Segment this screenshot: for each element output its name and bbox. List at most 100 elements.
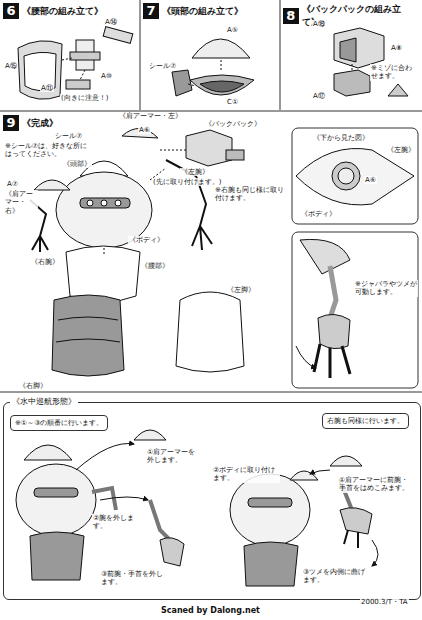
part-name: 《下から見た図》 bbox=[312, 134, 370, 142]
footer-text: 2000.3/T・TA bbox=[360, 598, 409, 606]
note-box: ※①～③の順番に行います。 bbox=[10, 415, 108, 431]
head-parts-shape bbox=[188, 84, 196, 86]
head-parts-shape bbox=[190, 75, 254, 95]
step-dividers-shape bbox=[280, 0, 281, 110]
cruise-mode-attach-shape bbox=[372, 540, 378, 566]
part-name: 《バックパック》 bbox=[204, 120, 262, 128]
step-number: 7 bbox=[143, 3, 159, 19]
part-name: 《肩アーマー・左》 bbox=[118, 112, 183, 120]
completed-robot-shape bbox=[166, 160, 212, 250]
part-number: A⑱ bbox=[312, 20, 326, 28]
cruise-mode-attach-shape bbox=[344, 530, 358, 548]
cruise-mode-attach-shape bbox=[248, 498, 292, 507]
cruise-mode-removal-shape bbox=[16, 464, 96, 536]
part-number: A⑰ bbox=[312, 92, 326, 100]
cruise-mode-attach-shape bbox=[330, 456, 362, 466]
cruise-mode-removal-shape bbox=[100, 497, 148, 500]
step-number: 8 bbox=[283, 8, 299, 24]
cruise-mode-removal-shape bbox=[150, 500, 170, 540]
completed-robot-shape bbox=[101, 200, 107, 206]
note-text: ※右腕も同じ様に取り付けます。 bbox=[214, 186, 290, 203]
backpack-parts-shape bbox=[334, 28, 384, 68]
part-number: A⑮ bbox=[4, 62, 18, 70]
part-name: 《左腕》 bbox=[386, 146, 416, 154]
part-number: A⑥ bbox=[364, 176, 377, 184]
part-number: C① bbox=[226, 98, 239, 106]
cruise-mode-attach-shape bbox=[310, 470, 330, 474]
part-name: 《肩アーマー・右》 bbox=[4, 190, 38, 215]
part-number: A⑤ bbox=[226, 26, 239, 34]
arm-detail-shape bbox=[300, 239, 350, 274]
instruction-text: ②ボディに取り付けます。 bbox=[212, 466, 280, 483]
instruction-text: (先に取り付けます。) bbox=[152, 178, 222, 186]
backpack-parts-shape bbox=[352, 64, 353, 72]
instruction-text: ③前腕・手首を外します。 bbox=[100, 570, 166, 587]
sticker-number: シール⑦ bbox=[148, 62, 177, 70]
bottom-view-shape bbox=[332, 162, 360, 190]
completed-robot-shape bbox=[160, 150, 186, 151]
completed-robot-shape bbox=[66, 246, 140, 302]
waist-parts-shape bbox=[62, 58, 85, 80]
step-heading: 6《腰部の組み立て》 bbox=[3, 3, 103, 19]
backpack-parts-shape bbox=[334, 70, 370, 96]
cruise-mode-removal-shape bbox=[34, 488, 78, 497]
bottom-view bbox=[296, 148, 414, 204]
step-dividers-shape bbox=[292, 232, 418, 388]
part-name: 《頭部》 bbox=[62, 160, 92, 168]
footer-text: Scaned by Dalong.net bbox=[160, 606, 261, 616]
instruction-text: (向きに注意！) bbox=[60, 94, 109, 102]
part-name: 《腰部》 bbox=[140, 262, 170, 270]
backpack-parts-shape bbox=[340, 38, 356, 62]
part-name: 《ボディ》 bbox=[300, 210, 337, 218]
part-number: A⑧ bbox=[390, 44, 403, 52]
arm-detail-shape bbox=[296, 346, 316, 368]
head-parts-shape bbox=[172, 70, 192, 96]
step-number: 6 bbox=[3, 3, 19, 19]
completed-robot-shape bbox=[226, 150, 244, 160]
part-name: 《左腕》 bbox=[180, 168, 210, 176]
completed-robot-shape bbox=[104, 248, 105, 256]
arm-detail-shape bbox=[318, 314, 350, 348]
cruise-mode-removal-shape bbox=[160, 538, 184, 566]
cruise-mode-removal-shape bbox=[30, 532, 84, 580]
part-number: A⑩ bbox=[100, 72, 113, 80]
completed-robot-shape bbox=[52, 295, 124, 376]
waist-parts-shape bbox=[66, 80, 90, 89]
step-heading: 7《頭部の組み立て》 bbox=[143, 3, 243, 19]
completed-robot-shape bbox=[80, 198, 130, 208]
part-name: 《ボディ》 bbox=[128, 236, 165, 244]
head-parts-shape bbox=[192, 39, 250, 58]
note-text: ※ミゾに合わせます。 bbox=[370, 64, 418, 81]
head-parts-shape bbox=[221, 60, 222, 72]
completed-robot-shape bbox=[186, 130, 232, 166]
completed-robot-shape bbox=[176, 292, 244, 372]
step-dividers-shape bbox=[140, 0, 141, 110]
instruction-text: ②腕を外します。 bbox=[92, 514, 138, 531]
bottom-view-shape bbox=[296, 148, 414, 204]
step-heading: 8《バックパックの組み立て》 bbox=[283, 3, 417, 29]
step-title: 《腰部の組み立て》 bbox=[22, 5, 103, 18]
note-box: 右腕も同様に行います。 bbox=[322, 413, 409, 429]
waist-parts-shape bbox=[18, 41, 62, 99]
completed-robot-shape bbox=[115, 200, 121, 206]
cruise-mode-attach-shape bbox=[230, 474, 310, 546]
waist-parts bbox=[18, 27, 133, 100]
step-dividers-shape bbox=[292, 128, 418, 224]
part-name: 《右腕》 bbox=[30, 258, 60, 266]
cruise-mode-removal-shape bbox=[24, 445, 72, 460]
part-number: A⑦ bbox=[6, 180, 19, 188]
instruction-text: ③ツメを内側に曲げます。 bbox=[302, 568, 370, 585]
note-text: ※①～③の順番に行います。 bbox=[15, 419, 103, 427]
waist-parts-shape bbox=[103, 27, 133, 44]
completed-robot-shape bbox=[56, 317, 120, 342]
note-text: ※ジャバラやツメが可動します。 bbox=[354, 280, 418, 297]
step-heading: 9《完成》 bbox=[3, 115, 58, 131]
part-number: A⑪ bbox=[40, 84, 54, 92]
step-title: 《頭部の組み立て》 bbox=[162, 5, 243, 18]
backpack-parts-shape bbox=[388, 84, 408, 96]
step-dividers-shape bbox=[0, 111, 422, 112]
part-number: A⑥ bbox=[138, 126, 151, 134]
sticker-number: シール⑦ bbox=[54, 132, 83, 140]
step-dividers bbox=[0, 0, 422, 392]
